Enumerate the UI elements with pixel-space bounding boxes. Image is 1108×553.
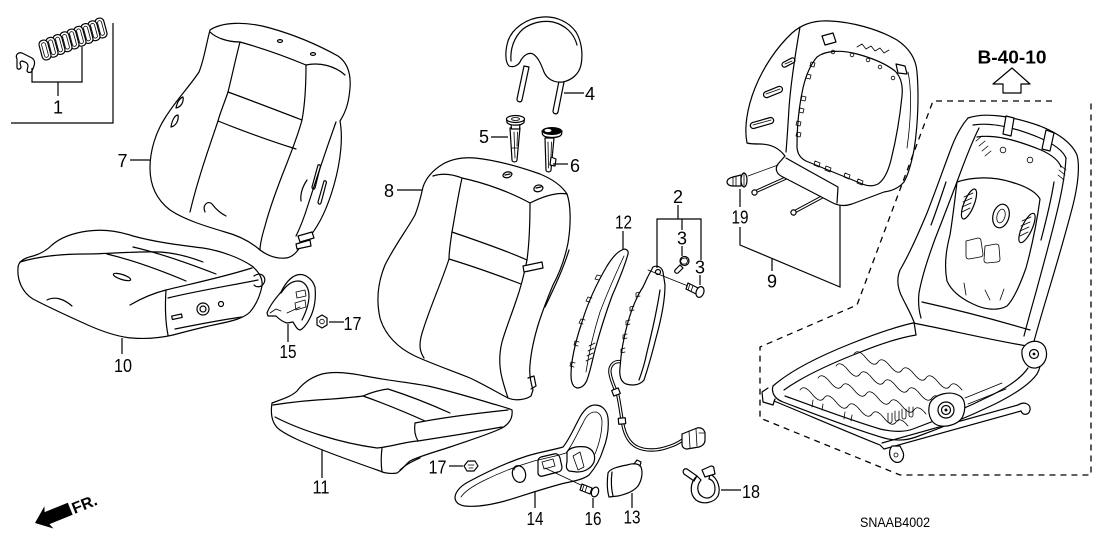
callout-6[interactable]: 6 bbox=[570, 156, 580, 176]
bolt-assembly-line bbox=[647, 269, 689, 287]
part-12-side-trim bbox=[569, 248, 629, 389]
leader-2 bbox=[656, 205, 702, 268]
part-18-harness-clip bbox=[682, 465, 720, 504]
callout-10[interactable]: 10 bbox=[114, 356, 132, 376]
part-8-seat-back-cover bbox=[377, 157, 571, 401]
lumbar-plate bbox=[944, 177, 1041, 310]
callout-5[interactable]: 5 bbox=[479, 127, 489, 147]
part-9-seat-back-pad bbox=[745, 20, 919, 216]
callout-18[interactable]: 18 bbox=[742, 482, 760, 502]
drawing-code: SNAAB4002 bbox=[860, 514, 930, 530]
callout-12[interactable]: 12 bbox=[615, 213, 632, 233]
callout-8[interactable]: 8 bbox=[384, 181, 394, 201]
part-2-side-airbag-module bbox=[608, 265, 706, 452]
part-13-cover bbox=[606, 459, 643, 498]
part-5-headrest-guide bbox=[505, 114, 526, 163]
part-19-push-clip bbox=[726, 172, 748, 188]
section-reference-link[interactable]: B-40-10 bbox=[978, 48, 1047, 94]
callout-3-upper[interactable]: 3 bbox=[677, 229, 687, 249]
part-3-bolt-upper bbox=[674, 255, 690, 274]
callout-17-upper[interactable]: 17 bbox=[344, 314, 362, 334]
callout-16[interactable]: 16 bbox=[585, 509, 602, 529]
callout-17-lower[interactable]: 17 bbox=[429, 458, 447, 478]
part-1-hog-ring-clips bbox=[15, 17, 108, 74]
part-17-clip-lower bbox=[463, 460, 479, 472]
callout-3-lower[interactable]: 3 bbox=[695, 258, 705, 278]
reference-section-boundary bbox=[759, 100, 1092, 476]
headrest-post-right bbox=[552, 80, 565, 115]
headrest-post-left bbox=[516, 65, 530, 103]
callout-7[interactable]: 7 bbox=[117, 151, 127, 171]
front-label: FR. bbox=[70, 492, 100, 517]
callout-1[interactable]: 1 bbox=[53, 98, 63, 118]
callout-15[interactable]: 15 bbox=[280, 342, 297, 362]
part-17-clip-upper bbox=[316, 314, 328, 329]
callout-2[interactable]: 2 bbox=[673, 187, 683, 207]
seat-spring bbox=[853, 351, 963, 391]
harness-clamp bbox=[617, 417, 627, 425]
front-direction-arrow-icon bbox=[35, 502, 73, 529]
part-1-inset-frame bbox=[11, 23, 114, 124]
part-14-side-trim-panel bbox=[454, 404, 609, 507]
leader-lines bbox=[31, 47, 841, 508]
leader-9 bbox=[739, 205, 841, 288]
part-6-headrest-guide-lock bbox=[541, 127, 563, 173]
section-reference-label[interactable]: B-40-10 bbox=[978, 48, 1047, 68]
callout-13[interactable]: 13 bbox=[624, 508, 641, 528]
callout-9[interactable]: 9 bbox=[767, 272, 777, 292]
part-7-seat-back-cover bbox=[149, 22, 351, 259]
part-15-inner-cover bbox=[266, 273, 316, 331]
screw-assembly-line bbox=[544, 467, 584, 487]
harness-clamp bbox=[611, 387, 621, 397]
seat-frame-reference-drawing bbox=[761, 114, 1079, 463]
callout-11[interactable]: 11 bbox=[313, 478, 330, 498]
leader-1 bbox=[31, 47, 83, 96]
clip-assembly-line bbox=[747, 164, 779, 177]
callout-4[interactable]: 4 bbox=[585, 84, 595, 104]
harness-connector bbox=[681, 427, 706, 450]
part-16-screw bbox=[579, 483, 600, 498]
up-arrow-outline-icon[interactable] bbox=[992, 67, 1031, 94]
single-clip bbox=[15, 52, 36, 74]
seat-spring bbox=[817, 375, 927, 415]
callout-19[interactable]: 19 bbox=[732, 208, 749, 228]
clip-strip bbox=[38, 17, 108, 61]
callout-14[interactable]: 14 bbox=[527, 509, 544, 529]
part-3-bolt-lower bbox=[685, 282, 705, 298]
front-direction-indicator: FR. bbox=[35, 492, 100, 529]
part-4-headrest bbox=[505, 16, 583, 115]
seat-spring bbox=[799, 387, 909, 427]
seat-spring bbox=[835, 363, 945, 403]
part-10-seat-cushion-cover bbox=[17, 229, 266, 339]
callout-labels: 1 2 3 3 4 5 6 7 8 9 10 11 12 13 14 15 16… bbox=[53, 84, 777, 529]
part-11-seat-cushion-cover bbox=[270, 371, 513, 474]
